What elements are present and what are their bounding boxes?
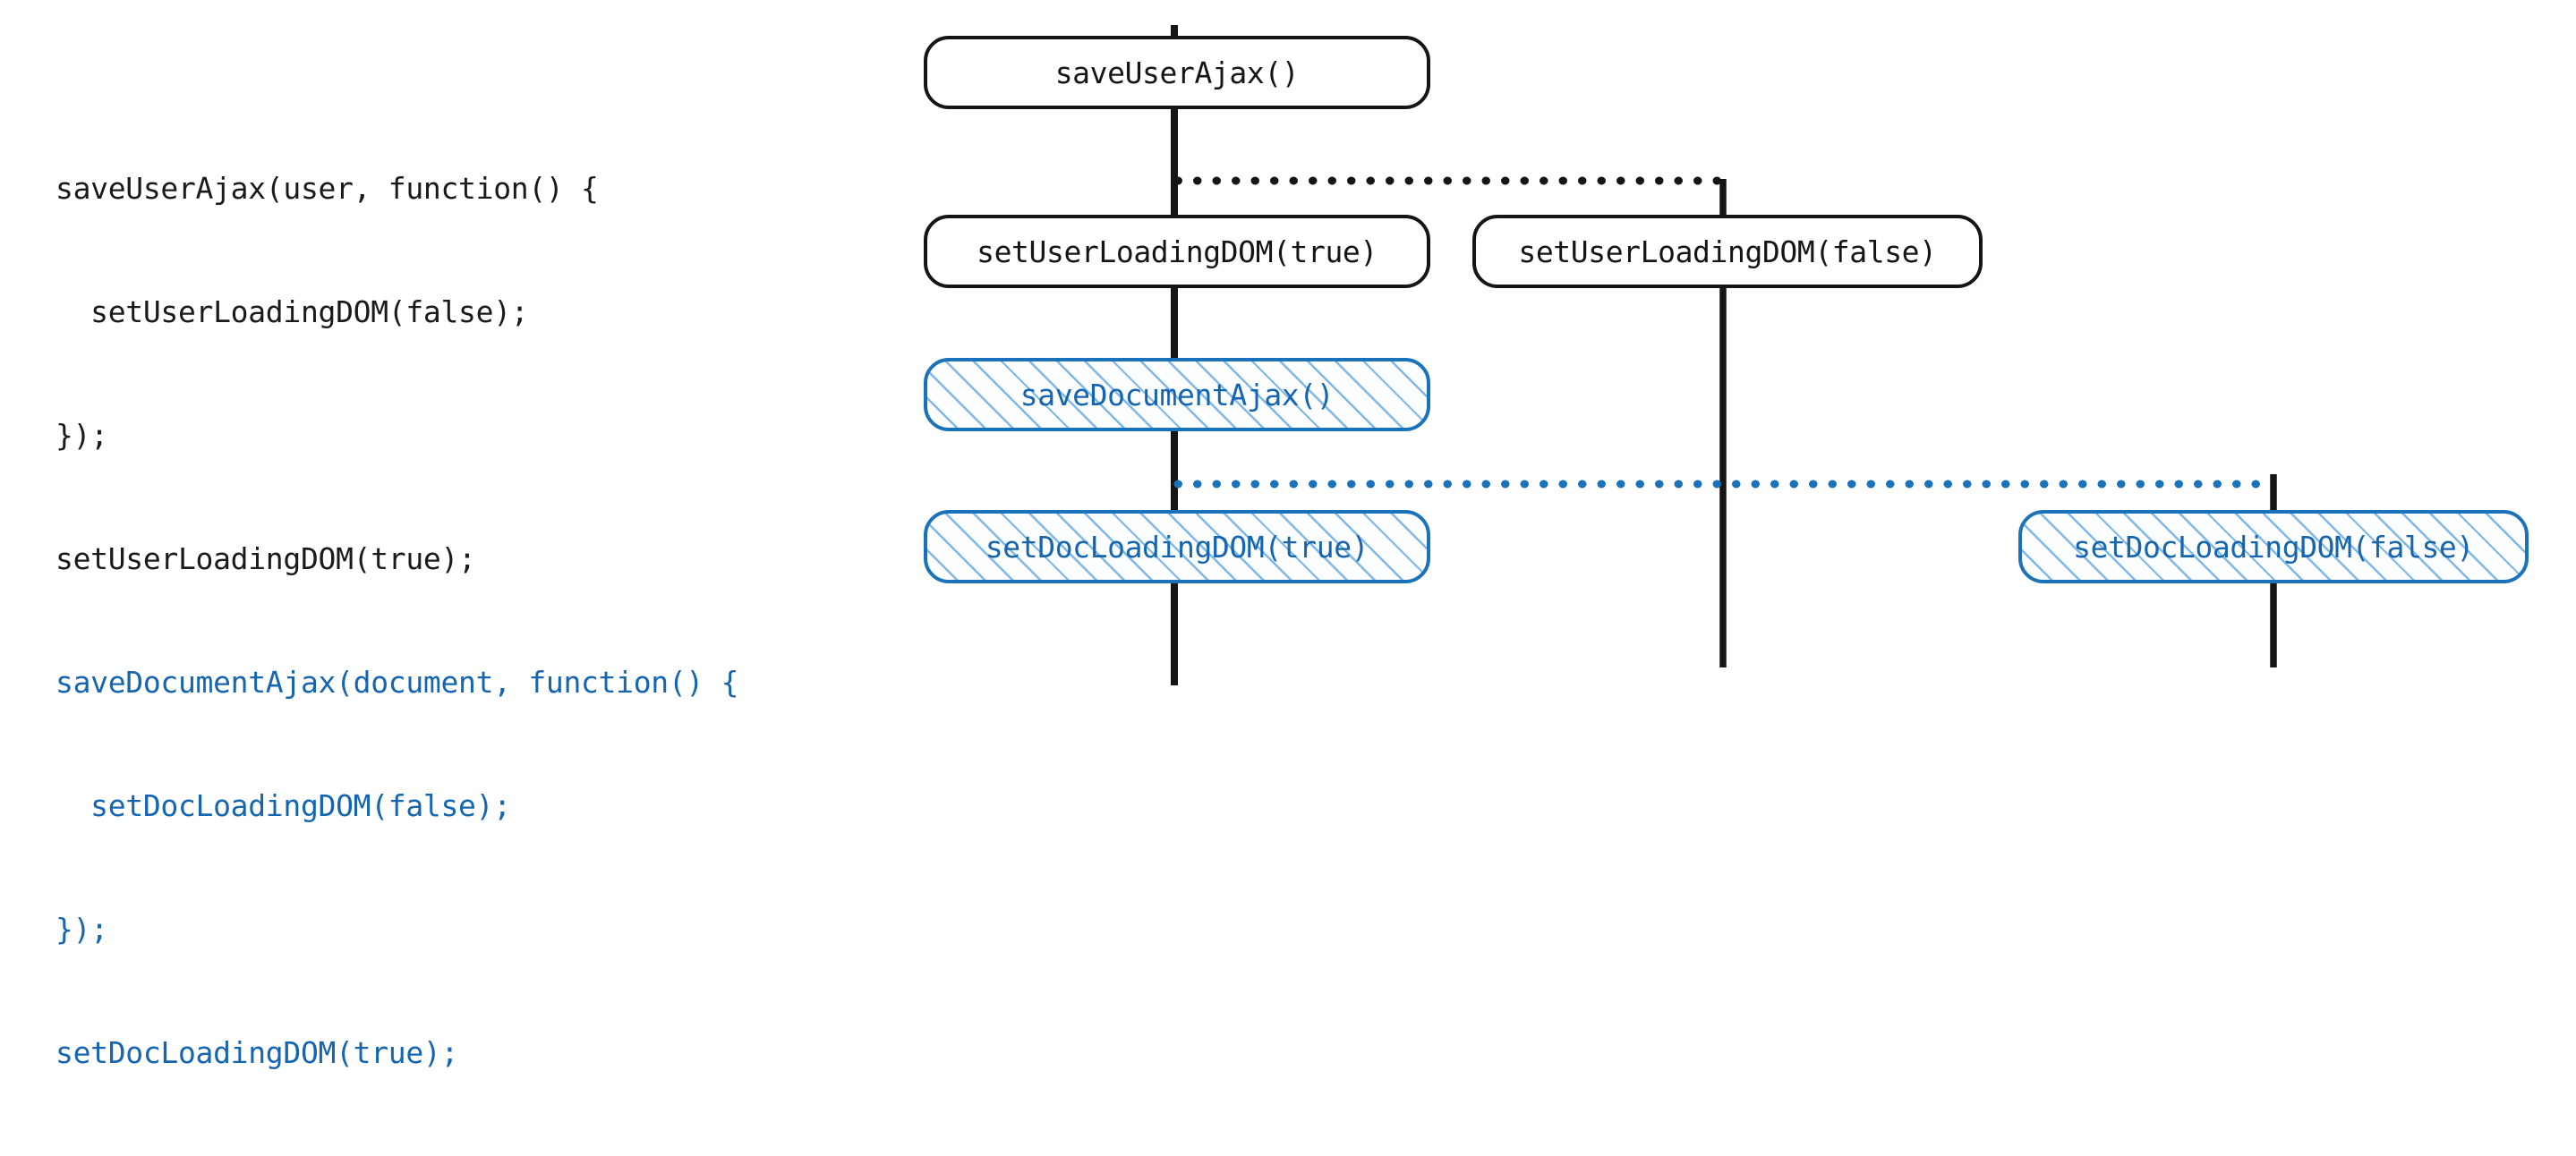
node-label: setDocLoadingDOM(false) (2073, 529, 2474, 565)
code-line: saveUserAjax(user, function() { (55, 171, 599, 206)
code-line: }); (55, 418, 108, 453)
node-label: saveUserAjax() (1054, 55, 1300, 90)
node-set-user-loading-dom-false[interactable]: setUserLoadingDOM(false) (1472, 215, 1983, 288)
node-set-doc-loading-dom-false[interactable]: setDocLoadingDOM(false) (2018, 510, 2529, 583)
node-label: setUserLoadingDOM(false) (1518, 234, 1937, 269)
code-line: setUserLoadingDOM(false); (55, 294, 529, 329)
code-line: setDocLoadingDOM(false); (55, 788, 511, 823)
node-label: setDocLoadingDOM(true) (985, 529, 1369, 565)
node-save-document-ajax[interactable]: saveDocumentAjax() (924, 358, 1430, 431)
node-set-doc-loading-dom-true[interactable]: setDocLoadingDOM(true) (924, 510, 1430, 583)
code-line: setUserLoadingDOM(true); (55, 541, 476, 576)
node-label: setUserLoadingDOM(true) (977, 234, 1378, 269)
node-set-user-loading-dom-true[interactable]: setUserLoadingDOM(true) (924, 215, 1430, 288)
code-line: setDocLoadingDOM(true); (55, 1035, 459, 1070)
code-line: saveDocumentAjax(document, function() { (55, 665, 739, 700)
node-save-user-ajax[interactable]: saveUserAjax() (924, 36, 1430, 109)
node-label: saveDocumentAjax() (1019, 377, 1335, 412)
diagram-canvas: saveUserAjax(user, function() { setUserL… (55, 25, 2529, 1070)
code-line: }); (55, 912, 108, 947)
